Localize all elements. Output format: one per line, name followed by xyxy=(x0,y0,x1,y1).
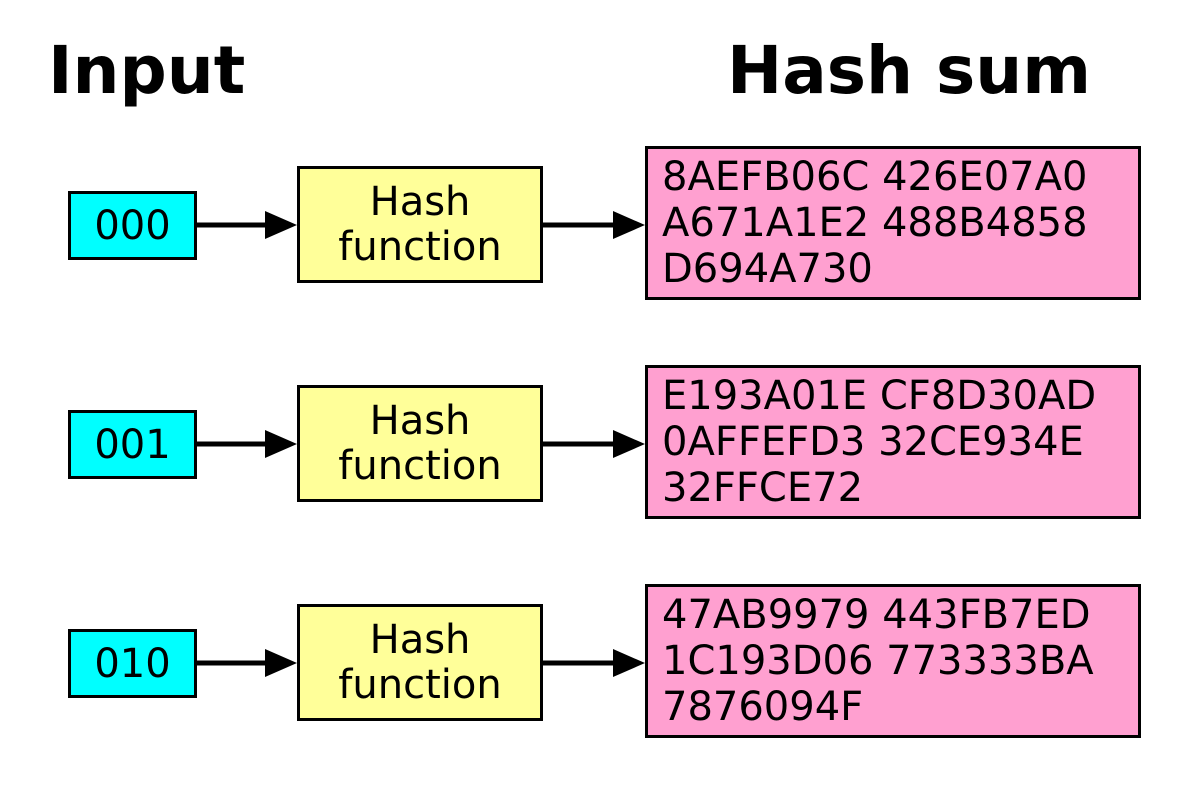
hash-sum-box: 8AEFB06C 426E07A0 A671A1E2 488B4858 D694… xyxy=(645,146,1141,300)
hash-sum-line: 32FFCE72 xyxy=(662,465,864,511)
hash-function-label-line: function xyxy=(338,223,502,270)
right-arrow-icon xyxy=(197,211,297,239)
hash-function-box: Hash function xyxy=(297,166,543,283)
hash-row: 000 Hash function 8AEFB06C 426E07A0 A671… xyxy=(0,146,1200,302)
right-arrow-icon xyxy=(197,649,297,677)
hash-sum-line: 0AFFEFD3 32CE934E xyxy=(662,419,1084,465)
hash-function-label-line: Hash xyxy=(369,616,471,663)
hash-sum-line: A671A1E2 488B4858 xyxy=(662,200,1088,246)
hash-function-label-line: function xyxy=(338,442,502,489)
input-box: 001 xyxy=(68,410,197,479)
right-arrow-icon xyxy=(197,430,297,458)
hash-row: 001 Hash function E193A01E CF8D30AD 0AFF… xyxy=(0,365,1200,521)
hash-sum-line: 7876094F xyxy=(662,684,864,730)
input-value: 010 xyxy=(94,640,171,687)
hash-sum-line: D694A730 xyxy=(662,246,873,292)
right-arrow-icon xyxy=(543,430,645,458)
input-box: 000 xyxy=(68,191,197,260)
hash-function-label-line: Hash xyxy=(369,397,471,444)
hash-function-box: Hash function xyxy=(297,604,543,721)
right-arrow-icon xyxy=(543,211,645,239)
hash-function-label-line: Hash xyxy=(369,178,471,225)
hash-sum-line: E193A01E CF8D30AD xyxy=(662,373,1097,419)
hash-sum-box: 47AB9979 443FB7ED 1C193D06 773333BA 7876… xyxy=(645,584,1141,738)
hash-sum-line: 47AB9979 443FB7ED xyxy=(662,592,1091,638)
hash-sum-box: E193A01E CF8D30AD 0AFFEFD3 32CE934E 32FF… xyxy=(645,365,1141,519)
hash-sum-column-title: Hash sum xyxy=(727,32,1092,109)
input-box: 010 xyxy=(68,629,197,698)
hash-row: 010 Hash function 47AB9979 443FB7ED 1C19… xyxy=(0,584,1200,740)
input-value: 000 xyxy=(94,202,171,249)
input-column-title: Input xyxy=(48,32,246,109)
hash-function-box: Hash function xyxy=(297,385,543,502)
input-value: 001 xyxy=(94,421,171,468)
hash-function-label-line: function xyxy=(338,661,502,708)
hash-sum-line: 1C193D06 773333BA xyxy=(662,638,1094,684)
hash-sum-line: 8AEFB06C 426E07A0 xyxy=(662,154,1088,200)
right-arrow-icon xyxy=(543,649,645,677)
